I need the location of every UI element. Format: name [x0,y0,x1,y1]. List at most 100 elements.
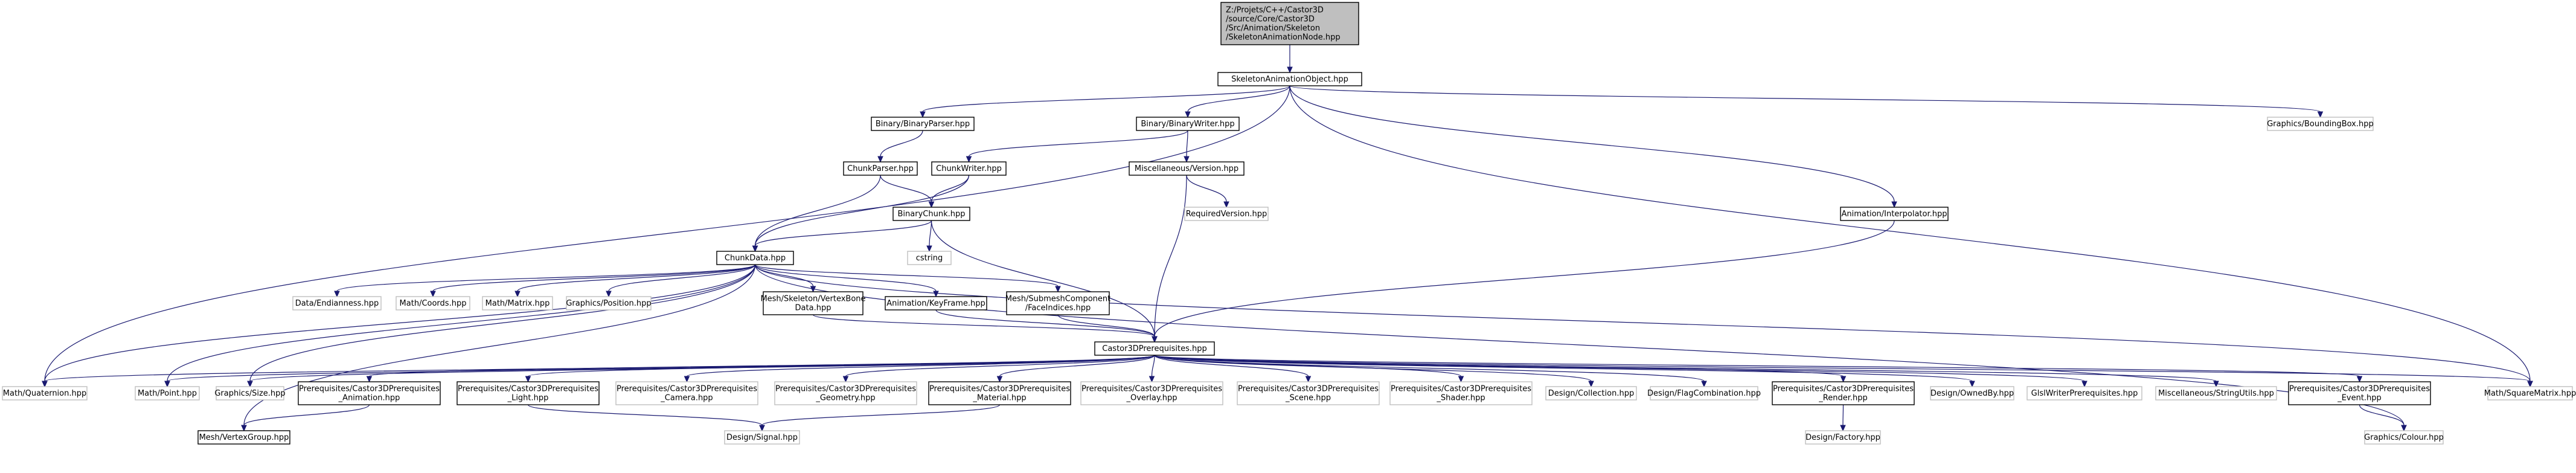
node-mpoint[interactable]: Math/Point.hpp [135,386,200,401]
node-box [1650,386,1758,401]
edge-prender-to-dfactory [1840,404,1846,432]
node-box [907,251,952,265]
node-pmat[interactable]: Prerequisites/Castor3DPrerequisites_Mate… [928,381,1071,405]
node-label: Data.hpp [795,304,831,313]
edge-c3dp-to-pcam [684,355,1155,383]
edge-panim-to-mvg [241,404,370,432]
node-glslw[interactable]: GlslWriterPrerequisites.hpp [2027,386,2142,401]
node-gpos[interactable]: Graphics/Position.hpp [566,296,652,311]
node-gcolour[interactable]: Graphics/Colour.hpp [2364,430,2444,445]
node-label: Design/OwnedBy.hpp [1930,389,2014,398]
node-label: _Geometry.hpp [815,394,875,403]
node-plight[interactable]: Prerequisites/Castor3DPrerequisites_Ligh… [457,381,600,405]
node-ainterp[interactable]: Animation/Interpolator.hpp [1840,207,1949,221]
node-label: Prerequisites/Castor3DPrerequisites [1391,385,1531,394]
graph-edges [42,44,2533,432]
edge-fidx-to-c3dp [1057,314,1158,343]
node-label: Binary/BinaryParser.hpp [876,120,970,129]
node-label: Graphics/Position.hpp [566,299,651,308]
node-reqver[interactable]: RequiredVersion.hpp [1184,207,1269,221]
node-downed[interactable]: Design/OwnedBy.hpp [1930,386,2014,401]
node-mquat[interactable]: Math/Quaternion.hpp [2,386,88,401]
node-box [774,381,917,405]
graph-nodes: Z:/Projets/C++/Castor3D/source/Core/Cast… [2,2,2576,445]
node-mstr[interactable]: Miscellaneous/StringUtils.hpp [2155,386,2277,401]
edge-c3dp-to-pgeo [842,355,1155,383]
node-box [2487,386,2573,401]
node-cstring[interactable]: cstring [907,251,952,265]
edge-bchunk-to-cdata [752,220,932,253]
node-fidx[interactable]: Mesh/SubmeshComponent/FaceIndices.hpp [1005,291,1111,315]
node-mmatrix[interactable]: Math/Matrix.hpp [482,296,553,311]
node-label: ChunkWriter.hpp [936,164,1002,173]
node-box [298,381,441,405]
node-dfactory[interactable]: Design/Factory.hpp [1805,430,1881,445]
node-label: _Overlay.hpp [1126,394,1177,403]
node-label: ChunkData.hpp [725,254,786,263]
node-panim[interactable]: Prerequisites/Castor3DPrerequisites_Anim… [298,381,441,405]
node-sao[interactable]: SkeletonAnimationObject.hpp [1217,72,1362,86]
node-pevent[interactable]: Prerequisites/Castor3DPrerequisites_Even… [2288,381,2431,405]
node-label: Graphics/BoundingBox.hpp [2267,120,2374,129]
node-povl[interactable]: Prerequisites/Castor3DPrerequisites_Over… [1080,381,1223,405]
node-gbbox[interactable]: Graphics/BoundingBox.hpp [2267,117,2374,131]
node-mversion[interactable]: Miscellaneous/Version.hpp [1129,161,1245,176]
node-bchunk[interactable]: BinaryChunk.hpp [892,207,970,221]
node-pgeo[interactable]: Prerequisites/Castor3DPrerequisites_Geom… [774,381,917,405]
node-box [1006,291,1110,315]
node-bparser[interactable]: Binary/BinaryParser.hpp [871,117,975,131]
edge-c3dp-to-panim [366,355,1155,383]
node-pshader[interactable]: Prerequisites/Castor3DPrerequisites_Shad… [1389,381,1533,405]
node-label: Prerequisites/Castor3DPrerequisites [1773,385,1914,394]
node-pcam[interactable]: Prerequisites/Castor3DPrerequisites_Came… [615,381,758,405]
node-label: Prerequisites/Castor3DPrerequisites [929,385,1070,394]
node-box [871,117,975,131]
node-label: Design/Factory.hpp [1805,433,1880,442]
node-box [197,430,290,445]
node-gsize[interactable]: Graphics/Size.hpp [214,386,286,401]
node-label: Math/Quaternion.hpp [3,389,86,398]
node-c3dp[interactable]: Castor3DPrerequisites.hpp [1094,341,1215,356]
node-mcoords[interactable]: Math/Coords.hpp [396,296,470,311]
node-label: Math/Matrix.hpp [485,299,550,308]
node-box [2267,117,2374,131]
node-cwriter[interactable]: ChunkWriter.hpp [931,161,1007,176]
node-root[interactable]: Z:/Projets/C++/Castor3D/source/Core/Cast… [1220,2,1359,45]
node-dsignal[interactable]: Design/Signal.hpp [724,430,800,445]
node-dflag[interactable]: Design/FlagCombination.hpp [1647,386,1761,401]
node-cdata[interactable]: ChunkData.hpp [716,251,794,265]
node-label: _Render.hpp [1818,394,1867,403]
node-box [135,386,200,401]
node-prender[interactable]: Prerequisites/Castor3DPrerequisites_Rend… [1772,381,1915,405]
node-akey[interactable]: Animation/KeyFrame.hpp [885,296,987,311]
node-label: ChunkParser.hpp [847,164,914,173]
edge-c3dp-to-prender [1154,355,1847,383]
edge-cdata-to-akey [754,264,939,298]
node-label: Castor3DPrerequisites.hpp [1102,344,1206,353]
node-pscene[interactable]: Prerequisites/Castor3DPrerequisites_Scen… [1237,381,1380,405]
node-box [1094,341,1215,356]
node-bwriter[interactable]: Binary/BinaryWriter.hpp [1136,117,1240,131]
node-label: Prerequisites/Castor3DPrerequisites [1081,385,1222,394]
node-dcoll[interactable]: Design/Collection.hpp [1545,386,1637,401]
edge-plight-to-dsignal [527,404,765,432]
node-label: Design/Signal.hpp [726,433,798,442]
node-dendian[interactable]: Data/Endianness.hpp [292,296,382,311]
node-msqm[interactable]: Math/SquareMatrix.hpp [2484,386,2576,401]
node-label: Miscellaneous/StringUtils.hpp [2158,389,2274,398]
node-label: /Src/Animation/Skeleton [1226,24,1320,33]
node-box [1080,381,1223,405]
node-label: Animation/KeyFrame.hpp [886,299,985,308]
edge-cdata-to-gpos [606,264,756,298]
node-box [1136,117,1240,131]
edge-c3dp-to-pmat [996,355,1155,383]
node-box [1389,381,1533,405]
node-cparser[interactable]: ChunkParser.hpp [843,161,918,176]
edge-c3dp-to-mstr [1154,355,2219,388]
node-box [1805,430,1881,445]
edge-cwriter-to-bchunk [928,175,970,208]
node-label: /SkeletonAnimationNode.hpp [1226,33,1341,42]
edge-cdata-to-dendian [334,264,756,298]
node-mvg[interactable]: Mesh/VertexGroup.hpp [197,430,290,445]
